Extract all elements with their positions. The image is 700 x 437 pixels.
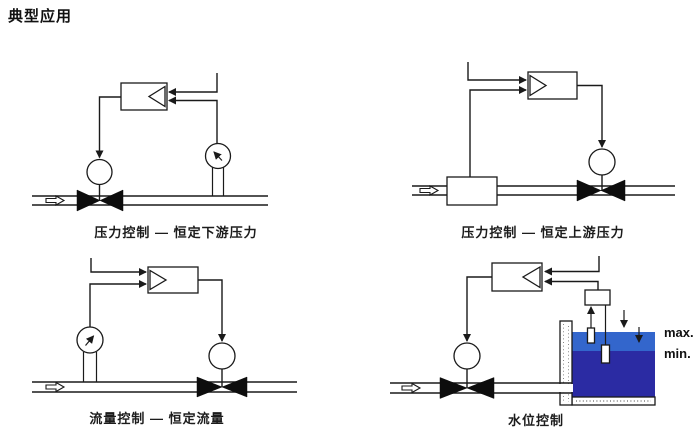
diagram-caption: 压力控制 — 恒定下游压力 — [94, 225, 258, 240]
pipe — [32, 195, 268, 206]
float-min — [600, 344, 611, 364]
controller-output-line — [95, 96, 121, 159]
sensor-signal-line — [89, 280, 147, 327]
float-sensor-icon — [586, 306, 596, 344]
controller-output-line — [198, 279, 226, 342]
flow-arrow-icon — [419, 185, 440, 196]
float-max — [586, 327, 596, 344]
valve-actuator-icon — [208, 342, 236, 370]
tank — [559, 320, 656, 406]
setpoint-line — [90, 258, 147, 276]
diagram-caption: 压力控制 — 恒定上游压力 — [461, 225, 625, 240]
flow-gauge-icon — [76, 326, 104, 382]
flow-arrow-icon — [45, 195, 66, 206]
diagram-pressure-control-upstream — [412, 62, 675, 206]
pipe-wall-opening — [559, 384, 573, 392]
pipe — [32, 381, 297, 393]
tank-water-upper — [572, 332, 655, 351]
pressure-gauge-icon — [204, 142, 232, 196]
valve-actuator-icon — [86, 158, 113, 186]
controller-triangle-icon — [521, 265, 541, 289]
diagram-caption: 水位控制 — [507, 413, 564, 428]
controller-triangle-icon — [529, 74, 548, 97]
valve-actuator-icon — [588, 148, 616, 176]
diagram-water-level-control — [390, 256, 656, 406]
sensor-signal-line — [544, 277, 599, 290]
gauge-needle — [85, 335, 95, 346]
diagram-flow-control — [32, 258, 297, 398]
controller-triangle-icon — [149, 269, 168, 291]
level-transmitter-box — [584, 289, 611, 306]
setpoint-line — [168, 73, 218, 96]
setpoint-line — [467, 62, 527, 84]
flow-arrow-icon — [401, 382, 422, 394]
diagram-caption: 流量控制 — 恒定流量 — [89, 411, 225, 426]
page-title: 典型应用 — [8, 8, 73, 25]
tank-water-lower — [572, 351, 655, 397]
water-level-max-label: max. — [664, 325, 694, 340]
water-level-min-label: min. — [664, 346, 691, 361]
controller-output-line — [463, 276, 492, 342]
valve-actuator-icon — [453, 342, 481, 370]
setpoint-line — [544, 256, 600, 276]
float-sensor-icon — [600, 305, 611, 364]
controller-output-line — [577, 84, 606, 148]
gauge-needle — [213, 151, 223, 161]
control-valve-icon — [76, 184, 124, 212]
flow-arrow-icon — [45, 381, 66, 393]
inline-sensor-box — [446, 176, 498, 206]
controller-triangle-icon — [147, 85, 166, 108]
control-valve-icon — [439, 369, 495, 399]
control-valve-icon — [196, 369, 248, 398]
sensor-signal-line — [168, 96, 218, 144]
diagram-pressure-control-downstream — [32, 73, 268, 212]
sensor-signal-line — [469, 86, 527, 177]
control-valve-icon — [576, 175, 626, 202]
